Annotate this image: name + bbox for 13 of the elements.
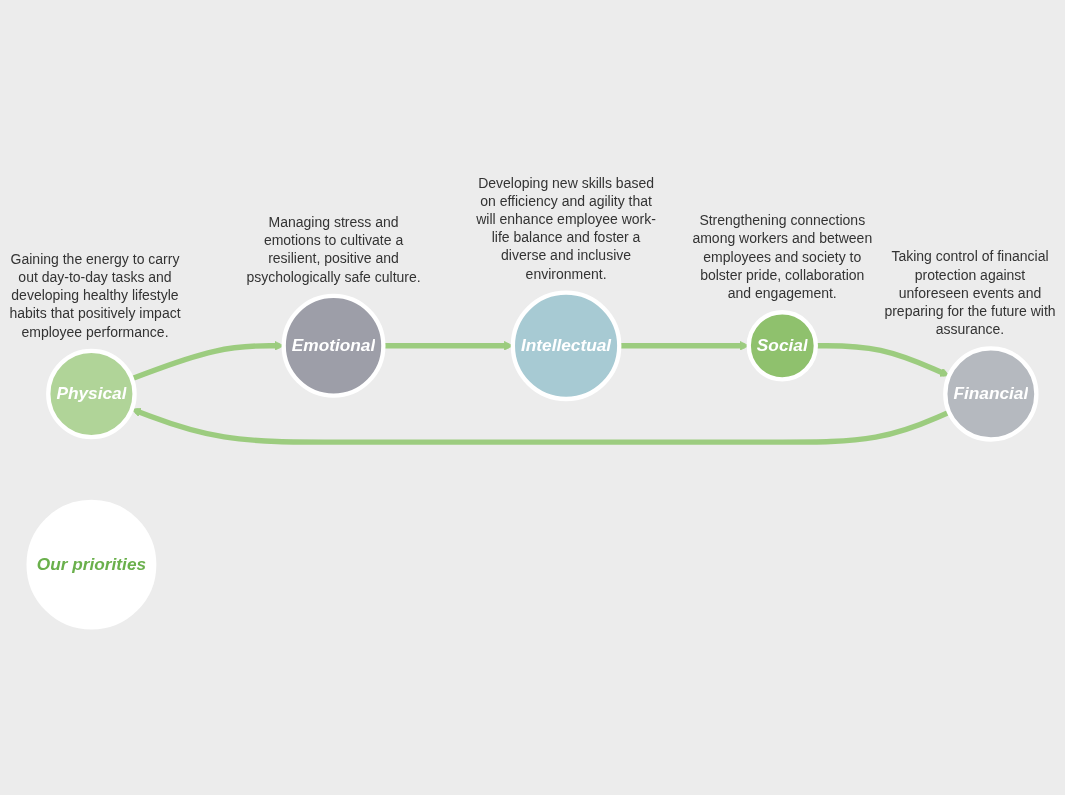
description-text: Managing stress and emotions to cultivate a resilient, positive and psychologically safe culture. xyxy=(245,212,422,286)
description-text: Gaining the energy to carry out day-to-day tasks and developing healthy lifestyle habits that positively impact employee performance. xyxy=(8,249,182,341)
priority-circle: Financial xyxy=(943,346,1039,442)
priority-circle: Social xyxy=(746,310,818,382)
priority-circle: Physical xyxy=(46,348,137,440)
priority-circle: Intellectual xyxy=(510,290,622,402)
arrow xyxy=(383,341,514,351)
description-text: Taking control of financial protection against unforeseen events and preparing for the future with assurance. xyxy=(883,247,1057,339)
arrow xyxy=(619,341,750,351)
description-text: Strengthening connections among workers and between employees and society to bolster pride, collaboration and engagement. xyxy=(692,211,873,303)
center-circle: Our priorities xyxy=(26,499,157,630)
description-text: Developing new skills based on efficiency and agility that will enhance employee work-life balance and foster a diverse and inclusive environment. xyxy=(476,173,657,283)
priority-circle: Emotional xyxy=(281,293,386,398)
